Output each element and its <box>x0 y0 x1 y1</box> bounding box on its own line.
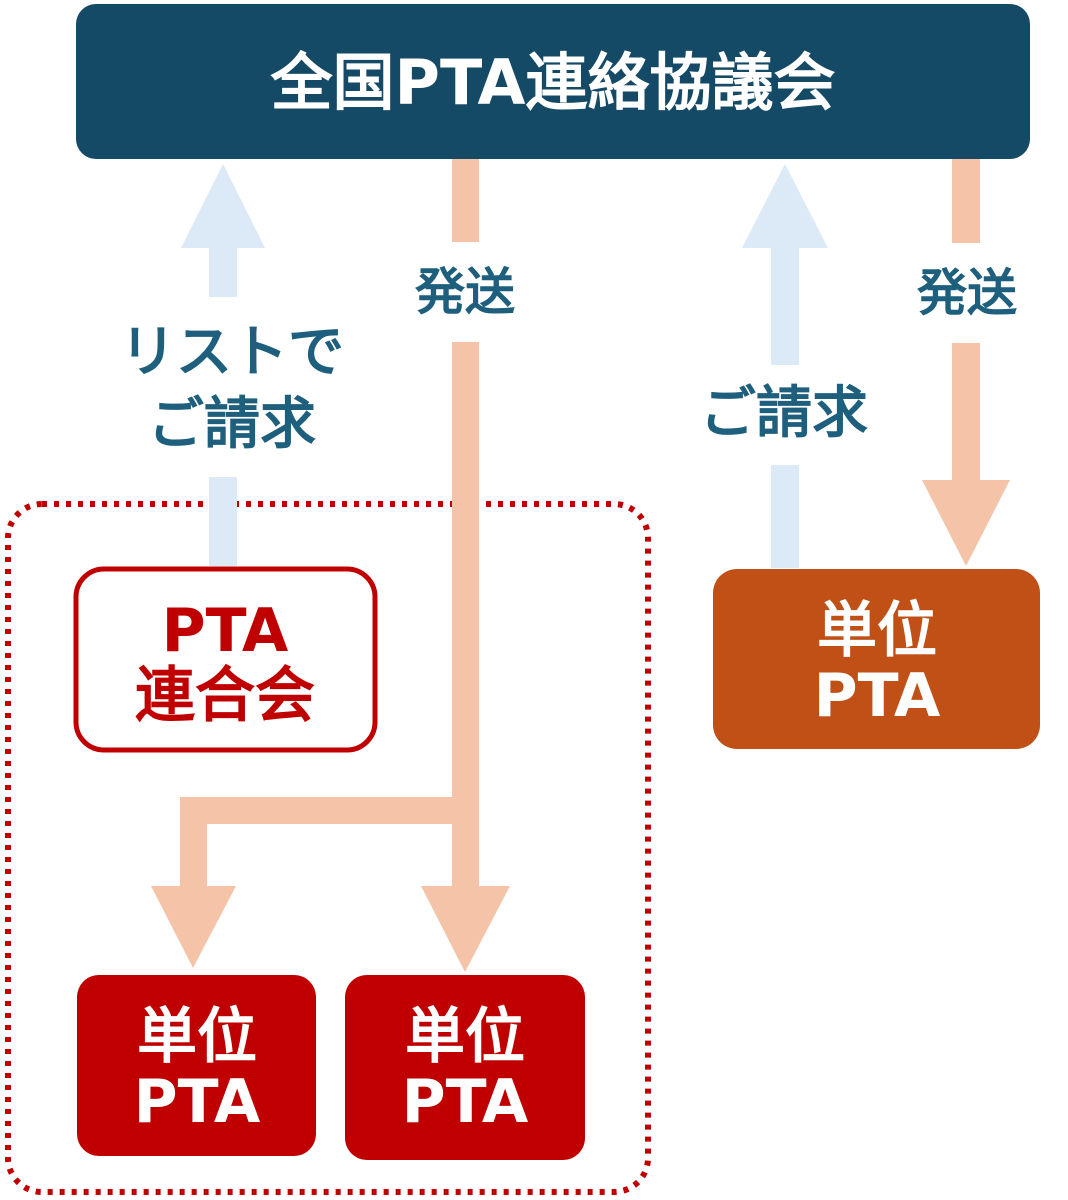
right-send-label: 発送 <box>905 243 1030 343</box>
unit-pta-1-line1: 単位 <box>137 1002 257 1072</box>
national-council-box: 全国PTA連絡協議会 <box>76 4 1030 159</box>
pta-federation-line2: 連合会 <box>135 661 315 731</box>
national-council-title: 全国PTA連絡協議会 <box>270 46 836 119</box>
left-send-label: 発送 <box>403 242 527 342</box>
unit-pta-independent-line1: 単位 <box>817 596 937 666</box>
unit-pta-2-line1: 単位 <box>405 1002 525 1072</box>
right-request-label-text: ご請求 <box>700 381 868 446</box>
unit-pta-box-independent: 単位 PTA <box>713 569 1040 749</box>
pta-federation-line1: PTA <box>162 596 289 666</box>
unit-pta-independent-line2: PTA <box>814 661 941 731</box>
unit-pta-box-2: 単位 PTA <box>345 975 585 1160</box>
left-request-label-line1: リストで <box>120 320 344 385</box>
pta-federation-box: PTA 連合会 <box>73 566 378 753</box>
left-send-label-text: 発送 <box>415 263 515 321</box>
left-request-label: リストで ご請求 <box>109 297 356 477</box>
unit-pta-1-line2: PTA <box>134 1067 261 1137</box>
right-send-arrow <box>922 155 1010 566</box>
unit-pta-box-1: 単位 PTA <box>77 975 316 1156</box>
left-request-label-line2: ご請求 <box>148 392 316 457</box>
right-request-label: ご請求 <box>688 365 880 465</box>
right-send-label-text: 発送 <box>917 264 1017 322</box>
federation-group-boundary <box>5 501 651 1195</box>
unit-pta-2-line2: PTA <box>402 1067 529 1137</box>
